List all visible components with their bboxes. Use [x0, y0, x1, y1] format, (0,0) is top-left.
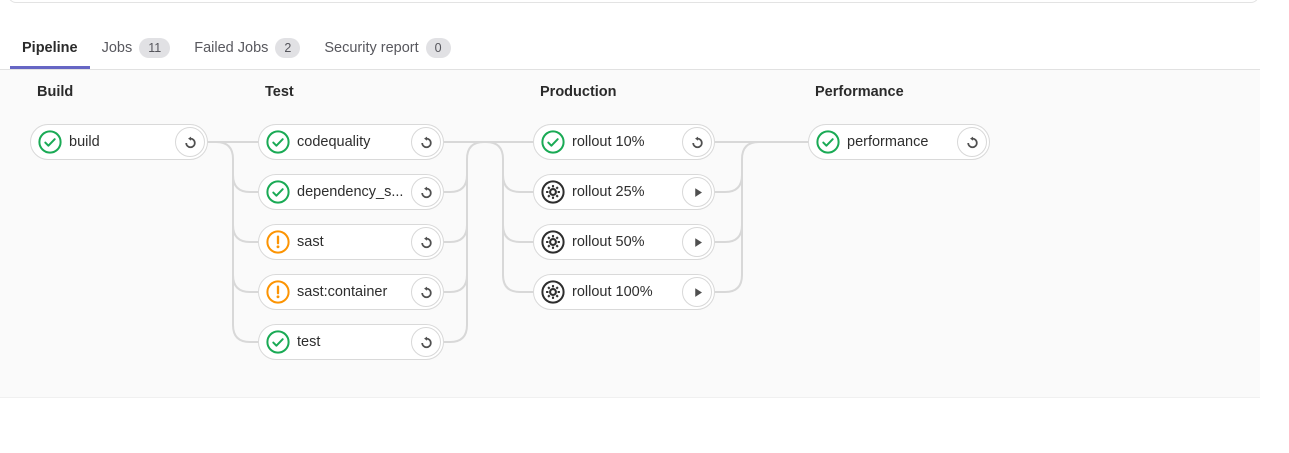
- retry-icon: [690, 135, 705, 150]
- success-icon: [266, 330, 290, 354]
- job-pill-sast-container[interactable]: sast:container: [258, 274, 444, 310]
- tab-pipeline-label: Pipeline: [22, 40, 78, 56]
- tab-security-report-label: Security report: [324, 40, 419, 56]
- retry-icon: [965, 135, 980, 150]
- warning-icon: [266, 280, 290, 304]
- retry-button[interactable]: [175, 127, 205, 157]
- stage-performance: Performance performance: [808, 70, 990, 397]
- connector-lines: [208, 141, 808, 343]
- retry-button[interactable]: [411, 327, 441, 357]
- play-button[interactable]: [682, 277, 712, 307]
- job-pill-sast[interactable]: sast: [258, 224, 444, 260]
- play-icon: [690, 185, 705, 200]
- play-button[interactable]: [682, 177, 712, 207]
- job-pill-performance[interactable]: performance: [808, 124, 990, 160]
- tab-jobs-label: Jobs: [101, 40, 133, 56]
- retry-button[interactable]: [682, 127, 712, 157]
- stage-title: Test: [265, 84, 294, 100]
- pipeline-tab-bar: Pipeline Jobs 11 Failed Jobs 2 Security …: [0, 27, 1260, 70]
- stage-title: Build: [37, 84, 74, 100]
- job-pill-dependency-scanning[interactable]: dependency_s...: [258, 174, 444, 210]
- tab-pipeline[interactable]: Pipeline: [10, 27, 90, 69]
- job-name: rollout 10%: [572, 134, 645, 150]
- job-name: rollout 100%: [572, 284, 653, 300]
- retry-button[interactable]: [411, 227, 441, 257]
- retry-button[interactable]: [411, 177, 441, 207]
- stage-title: Production: [540, 84, 617, 100]
- manual-gear-icon: [541, 280, 565, 304]
- tab-failed-jobs[interactable]: Failed Jobs 2: [182, 27, 312, 69]
- job-pill-build[interactable]: build: [30, 124, 208, 160]
- tab-jobs[interactable]: Jobs 11: [90, 27, 183, 69]
- tab-failed-jobs-label: Failed Jobs: [194, 40, 269, 56]
- stage-test: Test codequality dependency_s... sast sa…: [258, 70, 444, 397]
- stage-title: Performance: [815, 84, 904, 100]
- failed-jobs-count-badge: 2: [275, 37, 301, 59]
- success-icon: [266, 130, 290, 154]
- retry-button[interactable]: [957, 127, 987, 157]
- job-name: sast:container: [297, 284, 388, 300]
- job-pill-rollout-10[interactable]: rollout 10%: [533, 124, 715, 160]
- job-name: rollout 25%: [572, 184, 645, 200]
- retry-icon: [419, 335, 434, 350]
- jobs-count-badge: 11: [139, 37, 171, 59]
- security-report-count-badge: 0: [425, 37, 451, 59]
- tab-security-report[interactable]: Security report 0: [312, 27, 462, 69]
- retry-icon: [419, 235, 434, 250]
- job-pill-rollout-25[interactable]: rollout 25%: [533, 174, 715, 210]
- success-icon: [541, 130, 565, 154]
- job-name: performance: [847, 134, 929, 150]
- play-icon: [690, 285, 705, 300]
- retry-icon: [419, 135, 434, 150]
- pipeline-graph: Build build Test codequality dependency_…: [0, 70, 1260, 398]
- retry-icon: [419, 185, 434, 200]
- job-name: sast: [297, 234, 324, 250]
- stage-build: Build build: [30, 70, 208, 397]
- job-name: test: [297, 334, 321, 350]
- retry-icon: [183, 135, 198, 150]
- retry-button[interactable]: [411, 277, 441, 307]
- play-button[interactable]: [682, 227, 712, 257]
- job-name: dependency_s...: [297, 184, 404, 200]
- stage-production: Production rollout 10% rollout 25% rollo…: [533, 70, 715, 397]
- warning-icon: [266, 230, 290, 254]
- job-pill-rollout-100[interactable]: rollout 100%: [533, 274, 715, 310]
- job-pill-test[interactable]: test: [258, 324, 444, 360]
- success-icon: [266, 180, 290, 204]
- job-name: build: [69, 134, 100, 150]
- card-above-edge: [8, 0, 1259, 3]
- manual-gear-icon: [541, 180, 565, 204]
- retry-button[interactable]: [411, 127, 441, 157]
- retry-icon: [419, 285, 434, 300]
- job-name: rollout 50%: [572, 234, 645, 250]
- success-icon: [816, 130, 840, 154]
- job-pill-codequality[interactable]: codequality: [258, 124, 444, 160]
- success-icon: [38, 130, 62, 154]
- play-icon: [690, 235, 705, 250]
- job-pill-rollout-50[interactable]: rollout 50%: [533, 224, 715, 260]
- job-name: codequality: [297, 134, 371, 150]
- manual-gear-icon: [541, 230, 565, 254]
